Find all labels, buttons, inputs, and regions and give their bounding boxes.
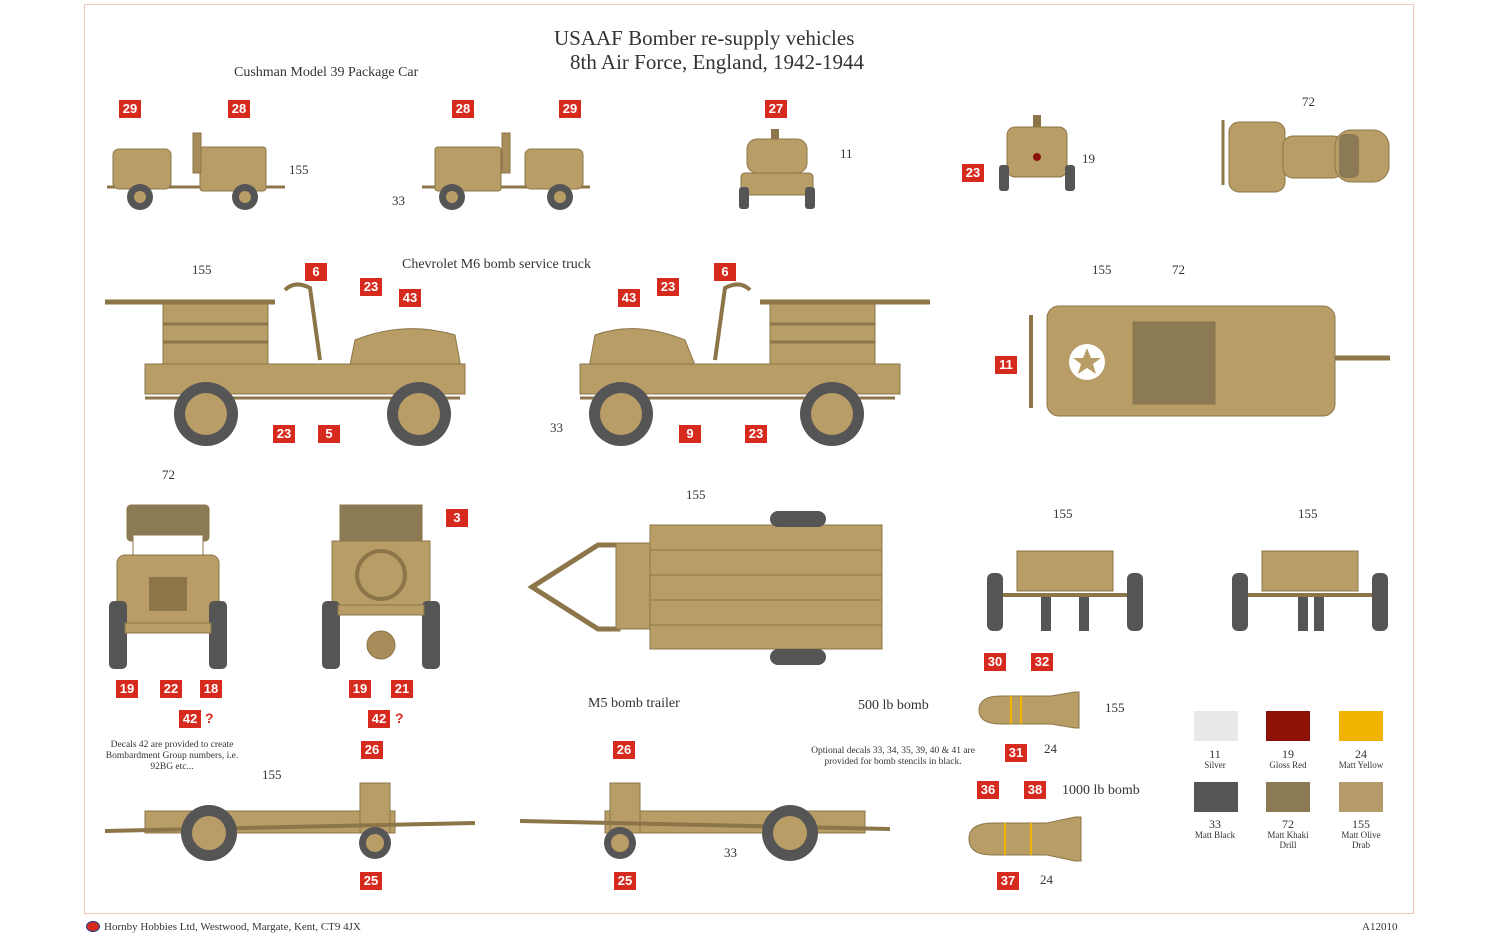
decal-callout-6: 6 <box>305 263 327 281</box>
decal-callout-21: 21 <box>391 680 413 698</box>
paint-callout-155: 155 <box>686 487 706 502</box>
sheet-title-line-2: 8th Air Force, England, 1942-1944 <box>570 50 864 74</box>
decal-callout-38: 38 <box>1024 781 1046 799</box>
cushman-front-drawing <box>739 129 815 209</box>
caption-m5-trailer: M5 bomb trailer <box>588 696 680 711</box>
cushman-side-left-drawing <box>107 132 285 210</box>
paint-callout-19: 19 <box>1082 151 1095 166</box>
m5-trailer-top-drawing <box>527 511 883 665</box>
paint-callout-11: 11 <box>840 146 853 161</box>
paint-callout-155: 155 <box>289 162 309 177</box>
paint-callout-155: 155 <box>1053 506 1073 521</box>
bomb-1000lb-drawing <box>968 816 1082 862</box>
m5-trailer-rear-drawing <box>1232 550 1388 631</box>
paint-callout-155: 155 <box>1105 700 1125 715</box>
paint-callout-155: 155 <box>1298 506 1318 521</box>
decal-callout-28: 28 <box>228 100 250 118</box>
cushman-top-drawing <box>1221 120 1390 193</box>
note-optional-decals: Optional decals 33, 34, 35, 39, 40 & 41 … <box>811 746 975 767</box>
swatch-33 <box>1194 782 1238 812</box>
cushman-side-right-drawing <box>422 132 590 210</box>
decal-callout-28: 28 <box>452 100 474 118</box>
paint-callout-155: 155 <box>1092 262 1112 277</box>
decal-callout-32: 32 <box>1031 653 1053 671</box>
swatch-72 <box>1266 782 1310 812</box>
decal-callout-11: 11 <box>995 356 1017 374</box>
paint-callout-24: 24 <box>1044 741 1057 756</box>
caption-cushman: Cushman Model 39 Package Car <box>234 65 419 80</box>
decal-callout-23: 23 <box>962 164 984 182</box>
swatch-24 <box>1339 711 1383 741</box>
chevrolet-rear-drawing <box>322 504 440 669</box>
note-decal-42: Decals 42 are provided to create Bombard… <box>105 740 239 772</box>
paint-callout-155: 155 <box>262 767 282 782</box>
decal-callout-27: 27 <box>765 100 787 118</box>
decal-callout-43: 43 <box>399 289 421 307</box>
cushman-rear-drawing <box>999 115 1075 191</box>
decal-callout-36: 36 <box>977 781 999 799</box>
decal-callout-42: 42 <box>179 710 201 728</box>
decal-callout-19: 19 <box>116 680 138 698</box>
decal-callout-29: 29 <box>559 100 581 118</box>
decal-callout-26: 26 <box>613 741 635 759</box>
decal-callout-22: 22 <box>160 680 182 698</box>
paint-callout-33: 33 <box>392 193 405 208</box>
decal-callout-23: 23 <box>657 278 679 296</box>
footer-product-code: A12010 <box>1362 921 1398 933</box>
decal-callout-25: 25 <box>360 872 382 890</box>
decal-callout-29: 29 <box>119 100 141 118</box>
decal-callout-9: 9 <box>679 425 701 443</box>
decal-callout-23: 23 <box>273 425 295 443</box>
paint-callout-24: 24 <box>1040 872 1053 887</box>
caption-500lb-bomb: 500 lb bomb <box>858 698 929 713</box>
swatch-155 <box>1339 782 1383 812</box>
paint-callout-33: 33 <box>550 420 563 435</box>
chevrolet-front-drawing <box>109 504 227 669</box>
decal-callout-31: 31 <box>1005 744 1027 762</box>
decal-callout-23: 23 <box>360 278 382 296</box>
airfix-logo-icon <box>86 921 100 932</box>
m5-trailer-side-right-drawing <box>519 782 891 861</box>
caption-chevrolet: Chevrolet M6 bomb service truck <box>402 257 591 272</box>
swatch-11 <box>1194 711 1238 741</box>
decal-callout-5: 5 <box>318 425 340 443</box>
decal-callout-43: 43 <box>618 289 640 307</box>
chevrolet-side-right-drawing <box>579 282 930 446</box>
decal-callout-6: 6 <box>714 263 736 281</box>
decal-callout-3: 3 <box>446 509 468 527</box>
bomb-500lb-drawing <box>978 691 1080 729</box>
question-mark: ? <box>395 710 404 726</box>
paint-callout-72: 72 <box>162 467 175 482</box>
caption-1000lb-bomb: 1000 lb bomb <box>1062 783 1140 798</box>
decal-callout-30: 30 <box>984 653 1006 671</box>
decal-callout-18: 18 <box>200 680 222 698</box>
paint-callout-33: 33 <box>724 845 737 860</box>
sheet-border <box>84 4 1414 914</box>
chevrolet-top-drawing <box>1029 305 1390 417</box>
question-mark: ? <box>205 710 214 726</box>
m5-trailer-side-left-drawing <box>104 782 476 861</box>
paint-callout-155: 155 <box>192 262 212 277</box>
decal-callout-25: 25 <box>614 872 636 890</box>
decal-callout-37: 37 <box>997 872 1019 890</box>
decal-callout-19: 19 <box>349 680 371 698</box>
paint-callout-72: 72 <box>1172 262 1185 277</box>
decal-callout-42: 42 <box>368 710 390 728</box>
footer-address: Hornby Hobbies Ltd, Westwood, Margate, K… <box>104 921 361 933</box>
decal-callout-26: 26 <box>361 741 383 759</box>
sheet-title-line-1: USAAF Bomber re-supply vehicles <box>554 26 855 50</box>
swatch-19 <box>1266 711 1310 741</box>
m5-trailer-front-drawing <box>987 550 1143 631</box>
decal-callout-23: 23 <box>745 425 767 443</box>
paint-callout-72: 72 <box>1302 94 1315 109</box>
chevrolet-side-left-drawing <box>105 282 466 446</box>
